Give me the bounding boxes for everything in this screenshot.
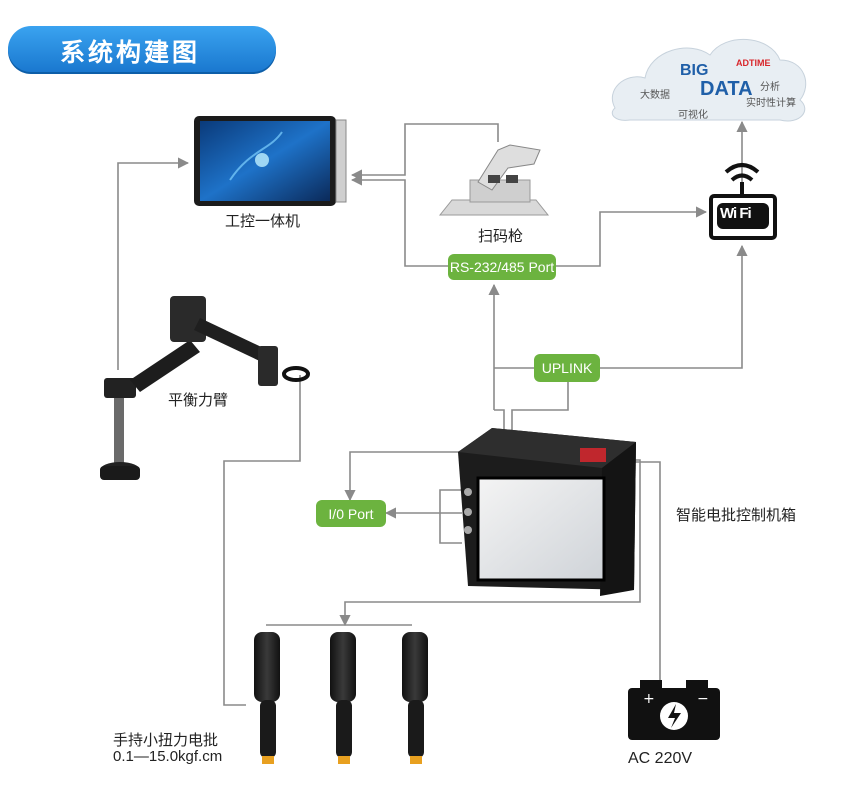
cloud-graphic — [611, 39, 807, 122]
rs-port-tag: RS-232/485 Port — [448, 254, 556, 280]
diagram-title: 系统构建图 — [60, 38, 201, 67]
wifi-logo-text: Wi Fi — [720, 205, 752, 222]
screwdrivers — [254, 632, 428, 764]
screwdriver-label: 手持小扭力电批 — [113, 731, 219, 749]
scanner-label: 扫码枪 — [478, 227, 524, 245]
power-label: AC 220V — [628, 750, 693, 767]
uplink-tag: UPLINK — [534, 354, 600, 382]
cloud-big-text: BIG — [680, 62, 709, 79]
line-io-bracket — [439, 489, 462, 544]
title-banner: 系统构建图 — [8, 26, 276, 72]
controller-label: 智能电批控制机箱 — [676, 506, 797, 524]
screwdriver-2 — [330, 632, 356, 764]
cloud-adtime-text: ADTIME — [736, 58, 771, 68]
controller-box — [458, 428, 636, 596]
ipc-label: 工控一体机 — [225, 212, 301, 230]
cloud-data-text: DATA — [700, 78, 753, 100]
torque-range-label: 0.1—15.0kgf.cm — [113, 748, 223, 765]
balance-arm — [100, 296, 310, 480]
power-battery-icon: + − — [628, 680, 720, 740]
cloud-realtime-text: 实时性计算 — [746, 98, 796, 109]
line-scanner-ipc-top — [350, 123, 499, 181]
screwdriver-1 — [254, 632, 280, 764]
line-arm-screwdriver — [223, 375, 301, 706]
cloud-visual-text: 可视化 — [678, 110, 708, 121]
cloud-bigdata-text: 大数据 — [640, 90, 670, 101]
cloud-analysis-text: 分析 — [760, 82, 780, 93]
connector-lines — [117, 120, 748, 706]
line-uplink-ctl — [511, 382, 569, 440]
ipc-device — [194, 116, 347, 206]
line-uplink-wifi — [600, 244, 748, 369]
arm-label: 平衡力臂 — [168, 391, 229, 409]
wifi-router — [709, 163, 777, 240]
line-ctl-io — [344, 451, 490, 502]
line-rs-ipc — [350, 174, 448, 267]
scanner-device — [438, 144, 550, 216]
io-port-tag: I/0 Port — [316, 500, 386, 527]
line-arm-ipc — [117, 157, 190, 370]
screwdriver-3 — [402, 632, 428, 764]
svg-text:−: − — [697, 691, 709, 707]
line-rs-wifi — [556, 206, 708, 267]
svg-text:+: + — [643, 691, 655, 707]
